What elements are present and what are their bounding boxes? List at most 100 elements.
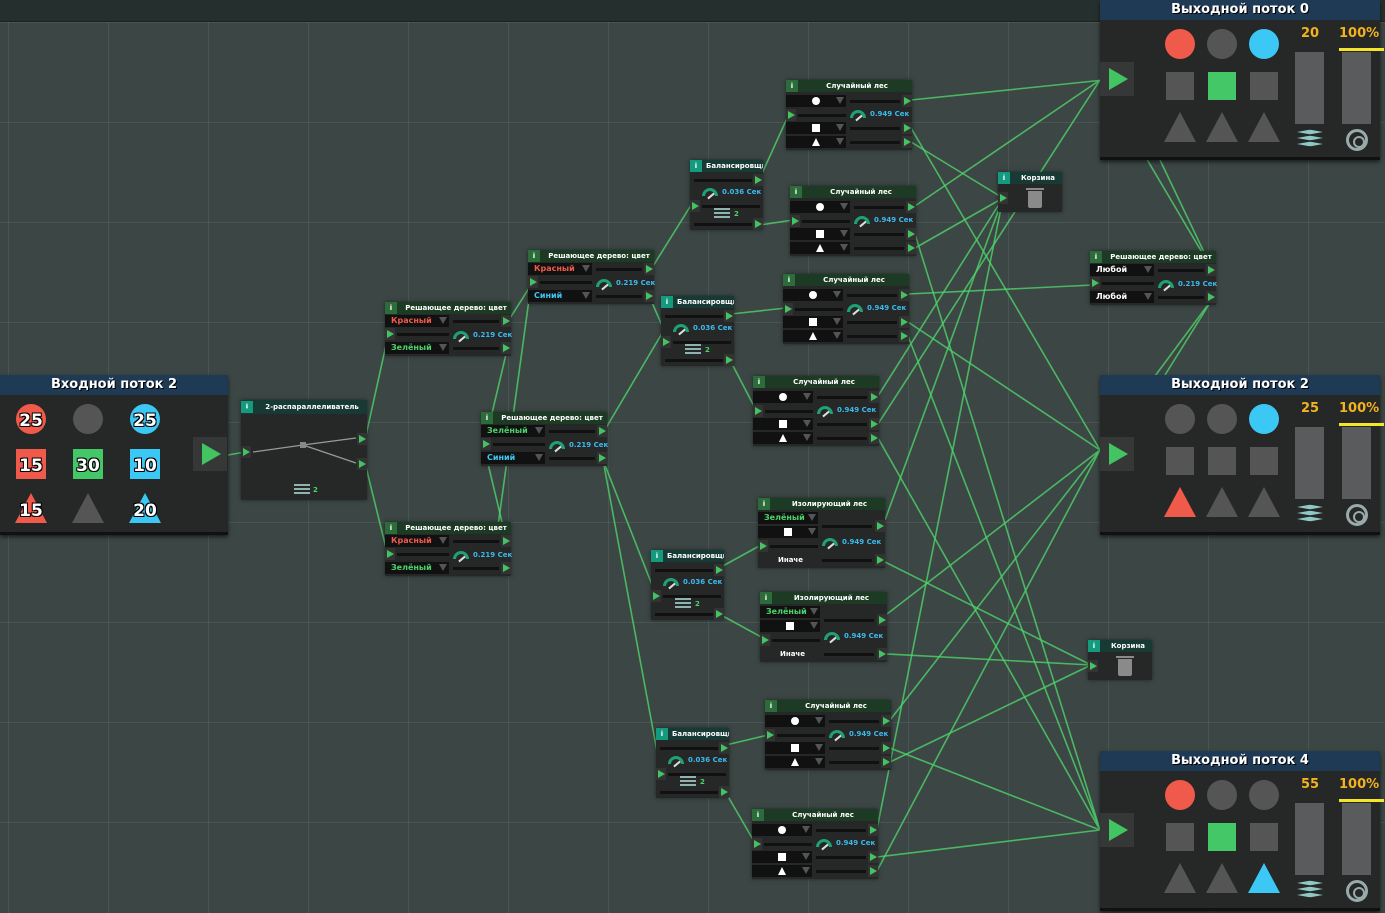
input-port[interactable] (998, 192, 1008, 204)
class-select[interactable] (790, 201, 850, 213)
output-port[interactable] (877, 614, 887, 626)
output-port[interactable] (1206, 264, 1216, 276)
class-select[interactable] (753, 418, 813, 430)
input-port[interactable] (385, 548, 395, 560)
output-port[interactable] (869, 418, 879, 430)
class-select[interactable] (786, 95, 846, 107)
input-port[interactable] (385, 328, 395, 340)
output-port[interactable] (597, 425, 607, 437)
input-port[interactable] (651, 590, 661, 602)
output-port[interactable] (906, 242, 916, 254)
info-icon[interactable]: i (385, 522, 397, 534)
play-button[interactable] (1100, 813, 1134, 847)
input-port[interactable] (528, 276, 538, 288)
input-port[interactable] (690, 200, 700, 212)
info-icon[interactable]: i (752, 809, 764, 821)
info-icon[interactable]: i (690, 160, 702, 172)
input-port[interactable] (758, 540, 768, 552)
play-button[interactable] (1100, 437, 1134, 471)
output-port[interactable] (875, 554, 885, 566)
branch-label-select[interactable]: Красный (528, 263, 592, 275)
output-port[interactable] (753, 218, 763, 230)
output-port[interactable] (714, 564, 724, 576)
info-icon[interactable]: i (656, 728, 668, 740)
output-port[interactable] (357, 458, 367, 470)
class-select[interactable] (765, 756, 825, 768)
input-port[interactable] (752, 838, 762, 850)
input-port[interactable] (760, 634, 770, 646)
info-icon[interactable]: i (1090, 251, 1102, 263)
layers-icon[interactable] (1297, 879, 1323, 901)
input-port[interactable] (1088, 660, 1098, 672)
layers-icon[interactable] (1297, 503, 1323, 525)
shape-select[interactable] (760, 620, 820, 632)
output-port[interactable] (877, 648, 887, 660)
branch-label-select[interactable]: Красный (385, 315, 449, 327)
output-port[interactable] (881, 742, 891, 754)
output-port[interactable] (357, 433, 367, 445)
output-port[interactable] (724, 310, 734, 322)
info-icon[interactable]: i (790, 186, 802, 198)
input-port[interactable] (481, 438, 491, 450)
shape-select[interactable] (758, 526, 818, 538)
output-port[interactable] (881, 715, 891, 727)
output-port[interactable] (868, 865, 878, 877)
output-port[interactable] (906, 228, 916, 240)
info-icon[interactable]: i (753, 376, 765, 388)
branch-label-select[interactable]: Любой (1090, 264, 1154, 276)
class-select[interactable] (783, 289, 843, 301)
input-port[interactable] (661, 336, 671, 348)
play-button[interactable] (193, 437, 227, 471)
class-select[interactable]: Зелёный (758, 512, 818, 524)
input-port[interactable] (241, 446, 251, 458)
class-select[interactable] (786, 136, 846, 148)
input-port[interactable] (783, 303, 793, 315)
output-port[interactable] (714, 608, 724, 620)
output-port[interactable] (501, 562, 511, 574)
output-port[interactable] (906, 201, 916, 213)
output-port[interactable] (869, 432, 879, 444)
output-port[interactable] (868, 851, 878, 863)
output-port[interactable] (719, 742, 729, 754)
output-port[interactable] (899, 330, 909, 342)
info-icon[interactable]: i (481, 412, 493, 424)
branch-label-select[interactable]: Красный (385, 535, 449, 547)
input-port[interactable] (656, 768, 666, 780)
output-port[interactable] (902, 95, 912, 107)
output-port[interactable] (719, 786, 729, 798)
class-select[interactable] (753, 391, 813, 403)
branch-label-select[interactable]: Зелёный (385, 342, 449, 354)
output-port[interactable] (644, 263, 654, 275)
class-select[interactable] (765, 715, 825, 727)
branch-label-select[interactable]: Синий (481, 452, 545, 464)
output-port[interactable] (899, 316, 909, 328)
branch-label-select[interactable]: Зелёный (481, 425, 545, 437)
output-port[interactable] (875, 520, 885, 532)
class-select[interactable] (786, 122, 846, 134)
branch-label-select[interactable]: Зелёный (385, 562, 449, 574)
info-icon[interactable]: i (760, 592, 772, 604)
play-button[interactable] (1100, 62, 1134, 96)
input-port[interactable] (753, 405, 763, 417)
output-port[interactable] (902, 136, 912, 148)
layers-icon[interactable] (1297, 128, 1323, 150)
branch-label-select[interactable]: Синий (528, 290, 592, 302)
output-port[interactable] (902, 122, 912, 134)
output-port[interactable] (899, 289, 909, 301)
info-icon[interactable]: i (651, 550, 663, 562)
input-port[interactable] (786, 109, 796, 121)
